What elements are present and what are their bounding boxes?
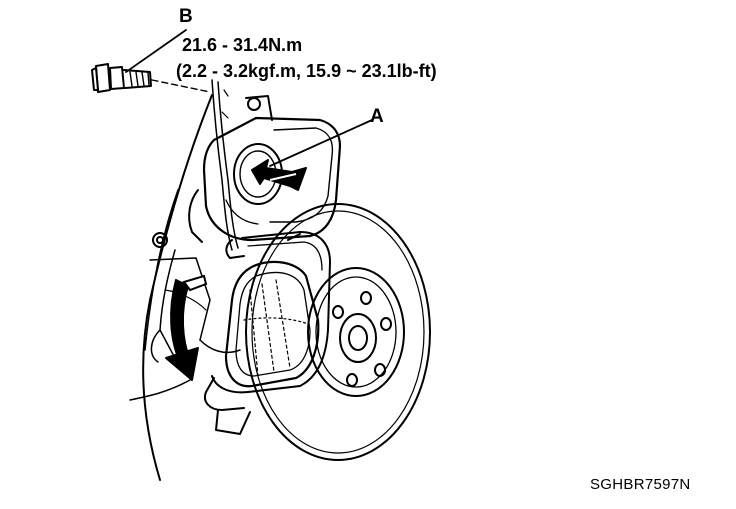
caliper-bracket: [204, 231, 331, 435]
callout-b-leader: [125, 29, 187, 73]
pivot-direction-arrow: [165, 274, 208, 381]
torque-spec-alt-units: (2.2 - 3.2kgf.m, 15.9 ~ 23.1lb-ft): [176, 61, 437, 81]
wheel-hub: [332, 291, 392, 387]
callout-a-label: A: [370, 106, 384, 127]
brake-disc: [245, 203, 431, 461]
caliper-bolt: [91, 63, 211, 93]
steering-knuckle: [129, 94, 241, 481]
caliper-direction-arrow: [251, 159, 307, 191]
torque-spec-nm: 21.6 - 31.4N.m: [182, 35, 303, 55]
callout-b-label: B: [179, 6, 193, 27]
brake-pad: [224, 260, 320, 388]
callout-a-leader: [269, 119, 373, 167]
figure-code: SGHBR7597N: [590, 476, 691, 493]
brake-hose: [211, 79, 239, 251]
arrow-highlight: [269, 173, 297, 181]
